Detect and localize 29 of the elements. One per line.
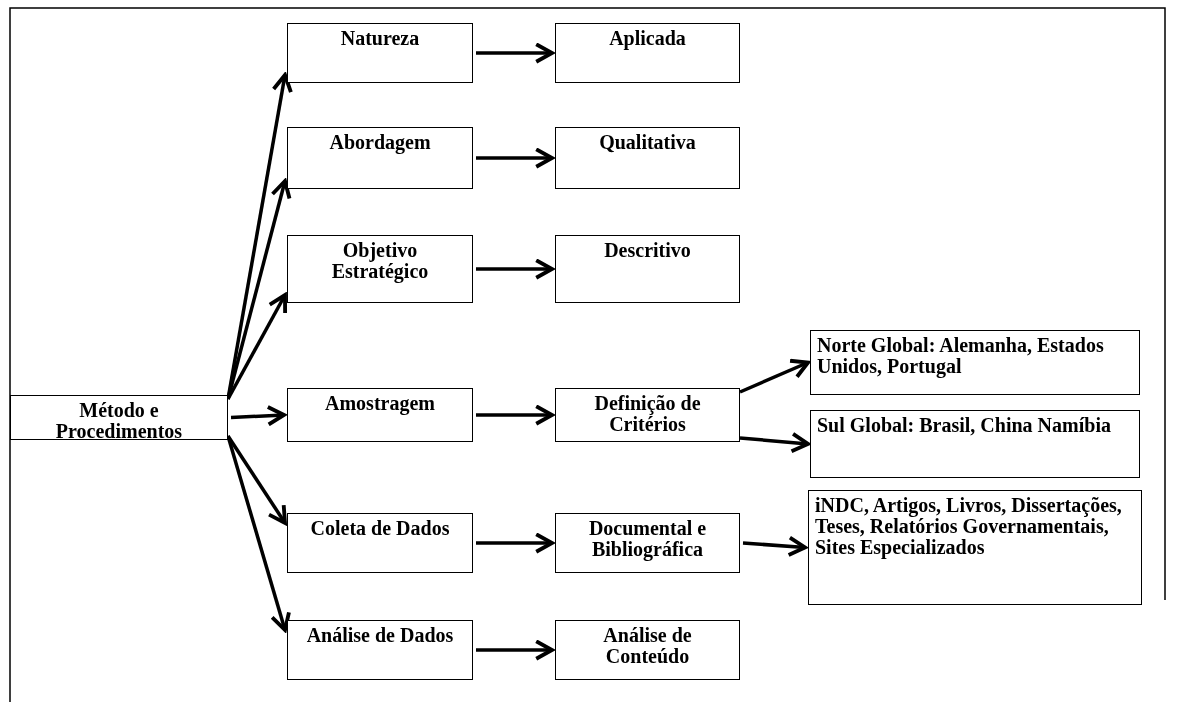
arrow (476, 42, 554, 64)
arrow (476, 258, 554, 280)
process-box: Abordagem (287, 127, 473, 189)
process-box: Método e Procedimentos (10, 395, 228, 440)
process-box: Objetivo Estratégico (287, 235, 473, 303)
process-box: Análise de Conteúdo (555, 620, 740, 680)
process-box: Definição de Critérios (555, 388, 740, 442)
arrow (742, 535, 807, 557)
arrow (739, 358, 810, 394)
process-box: Coleta de Dados (287, 513, 473, 573)
arrow (476, 147, 554, 169)
process-box: Qualitativa (555, 127, 740, 189)
arrow (739, 431, 810, 454)
arrow (476, 532, 554, 554)
process-box: Sul Global: Brasil, China Namíbia (810, 410, 1140, 478)
arrow (226, 293, 288, 400)
process-box: iNDC, Artigos, Livros, Dissertações, Teses, Relatórios Governamentais, Sites Especializados (808, 490, 1142, 605)
arrow (476, 639, 554, 661)
arrow (476, 404, 554, 426)
process-box: Amostragem (287, 388, 473, 442)
process-box: Análise de Dados (287, 620, 473, 680)
arrow (226, 435, 291, 632)
process-box: Norte Global: Alemanha, Estados Unidos, Portugal (810, 330, 1140, 395)
arrow (230, 405, 286, 427)
process-box: Natureza (287, 23, 473, 83)
arrow (226, 435, 287, 525)
process-box: Documental e Bibliográfica (555, 513, 740, 573)
process-box: Descritivo (555, 235, 740, 303)
process-box: Aplicada (555, 23, 740, 83)
